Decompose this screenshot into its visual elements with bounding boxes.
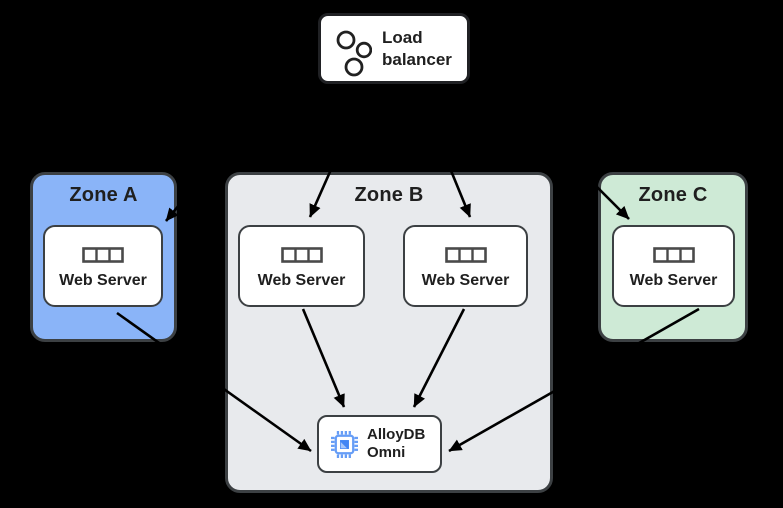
zone-a-label: Zone A [69, 184, 138, 206]
web-server-node-zone-b-2: Web Server [403, 225, 528, 307]
web-server-label: Web Server [257, 271, 346, 289]
server-icon [82, 246, 124, 263]
web-server-node-zone-c: Web Server [612, 225, 735, 307]
load-balancer-label: Load balancer [382, 28, 452, 69]
web-server-node-zone-b-1: Web Server [238, 225, 365, 307]
server-icon [652, 246, 695, 263]
server-icon [280, 246, 323, 263]
alloydb-omni-label: AlloyDB Omni [367, 426, 426, 461]
web-server-label: Web Server [629, 271, 718, 289]
web-server-label: Web Server [421, 271, 510, 289]
server-icon [444, 246, 487, 263]
alloydb-omni-node: AlloyDB Omni [317, 415, 442, 473]
load-balancer-node: Load balancer [318, 13, 470, 84]
zone-c-label: Zone C [638, 184, 708, 206]
web-server-node-zone-a: Web Server [43, 225, 163, 307]
web-server-label: Web Server [59, 271, 147, 289]
alloydb-chip-icon [331, 430, 358, 458]
zone-b-label: Zone B [354, 184, 424, 206]
load-balancer-icon [336, 30, 372, 76]
